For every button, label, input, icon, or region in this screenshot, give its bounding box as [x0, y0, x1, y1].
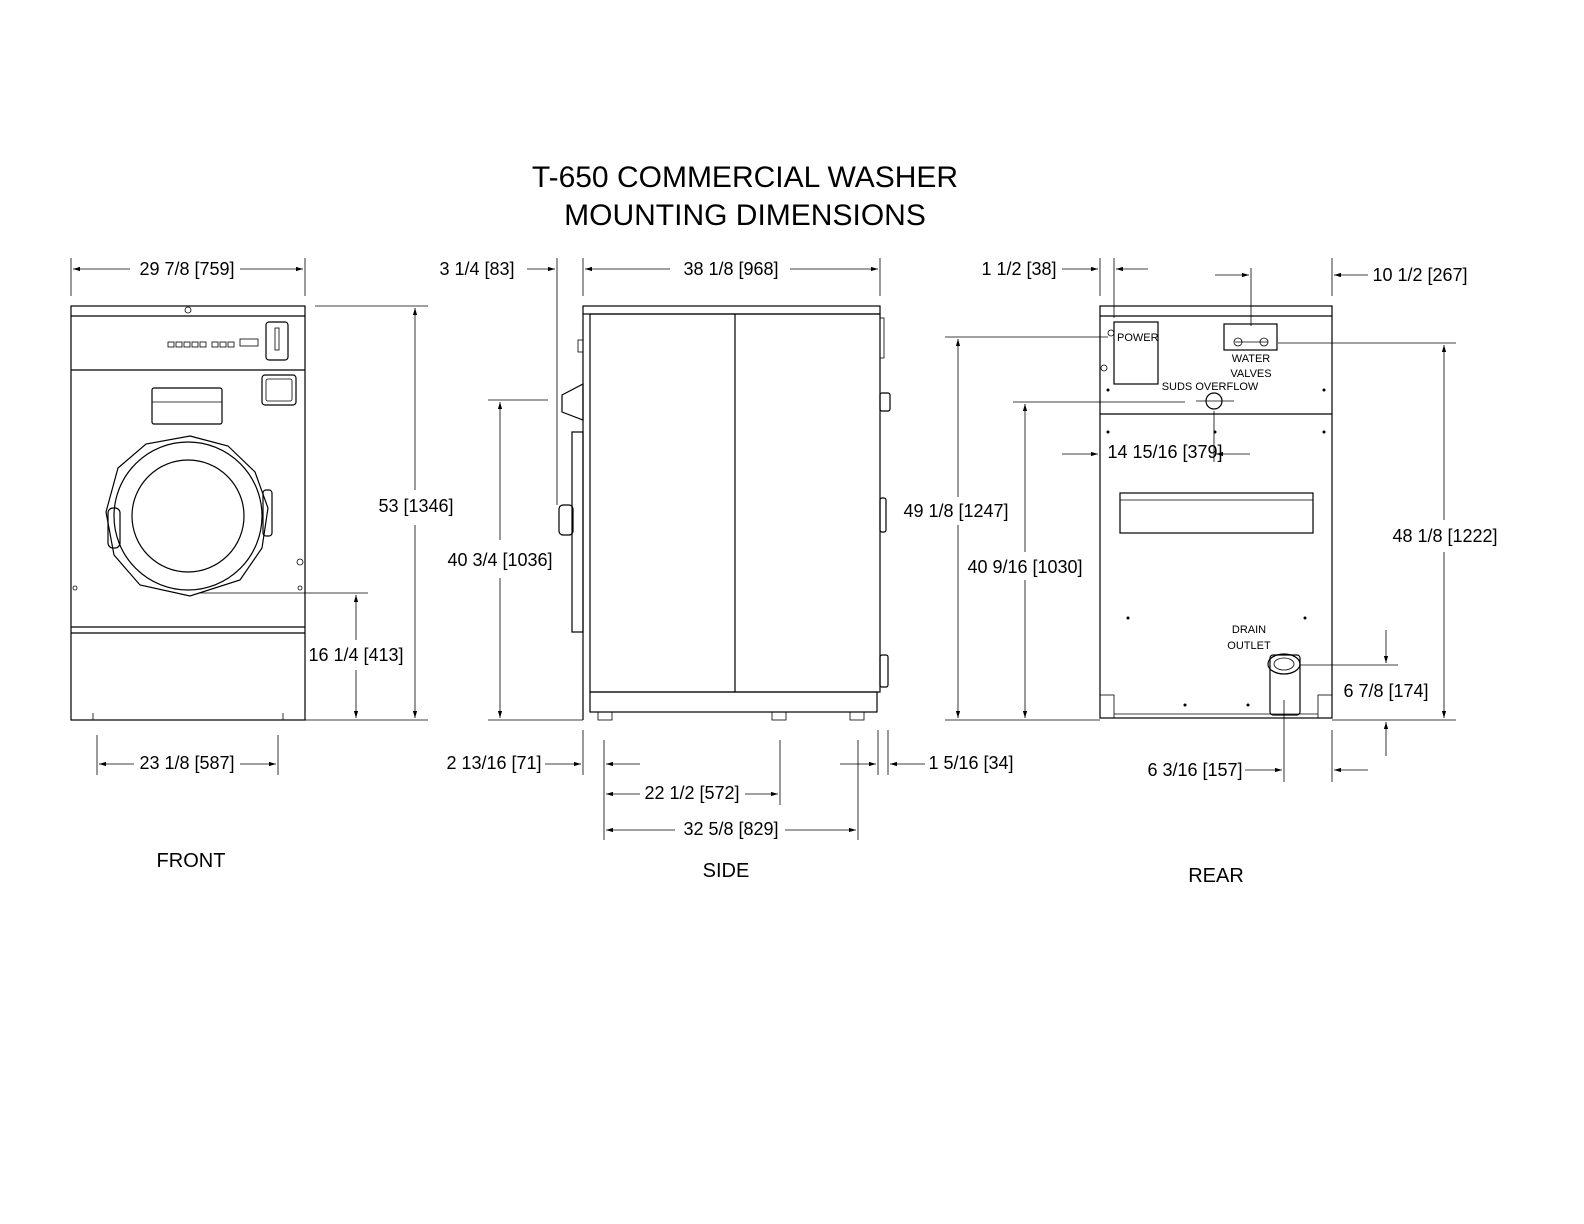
outlet-label: OUTLET [1227, 640, 1271, 652]
front-foot-spacing-dim: 23 1/8 [587] [139, 753, 234, 773]
rear-suds-height-dim: 40 9/16 [1030] [967, 557, 1082, 577]
side-dimension-lines [488, 258, 925, 840]
front-door-height-dim: 16 1/4 [413] [308, 645, 403, 665]
side-front-foot-offset-dim: 2 13/16 [71] [446, 753, 541, 773]
title-line-1: T-650 COMMERCIAL WASHER [532, 161, 958, 194]
front-view [70, 305, 306, 721]
rear-power-offset-dim: 1 1/2 [38] [981, 259, 1056, 279]
front-view-label: FRONT [157, 850, 226, 872]
rear-dimension-lines [945, 258, 1456, 782]
side-depth-dim: 38 1/8 [968] [683, 259, 778, 279]
power-label: POWER [1117, 332, 1159, 344]
side-view [558, 305, 891, 721]
side-view-label: SIDE [703, 860, 750, 882]
water-label: WATER [1232, 353, 1271, 365]
front-dimension-lines [70, 258, 428, 775]
rear-valves-height-dim: 48 1/8 [1222] [1392, 526, 1497, 546]
side-front-offset-dim: 3 1/4 [83] [439, 259, 514, 279]
suds-overflow-label: SUDS OVERFLOW [1162, 381, 1259, 393]
front-height-dim: 53 [1346] [378, 496, 453, 516]
side-foot-spacing-outer-dim: 32 5/8 [829] [683, 819, 778, 839]
rear-suds-offset-dim: 14 15/16 [379] [1107, 442, 1222, 462]
rear-drain-height-dim: 6 7/8 [174] [1343, 681, 1428, 701]
rear-power-height-dim: 49 1/8 [1247] [903, 501, 1008, 521]
drain-label: DRAIN [1232, 624, 1266, 636]
rear-side-offset-dim: 10 1/2 [267] [1372, 265, 1467, 285]
front-width-dim: 29 7/8 [759] [139, 259, 234, 279]
side-foot-spacing-inner-dim: 22 1/2 [572] [644, 783, 739, 803]
side-handle-height-dim: 40 3/4 [1036] [447, 550, 552, 570]
title-line-2: MOUNTING DIMENSIONS [564, 199, 926, 232]
valves-label: VALVES [1230, 368, 1271, 380]
side-rear-offset-dim: 1 5/16 [34] [928, 753, 1013, 773]
rear-view-label: REAR [1188, 865, 1244, 887]
rear-drain-offset-dim: 6 3/16 [157] [1147, 760, 1242, 780]
